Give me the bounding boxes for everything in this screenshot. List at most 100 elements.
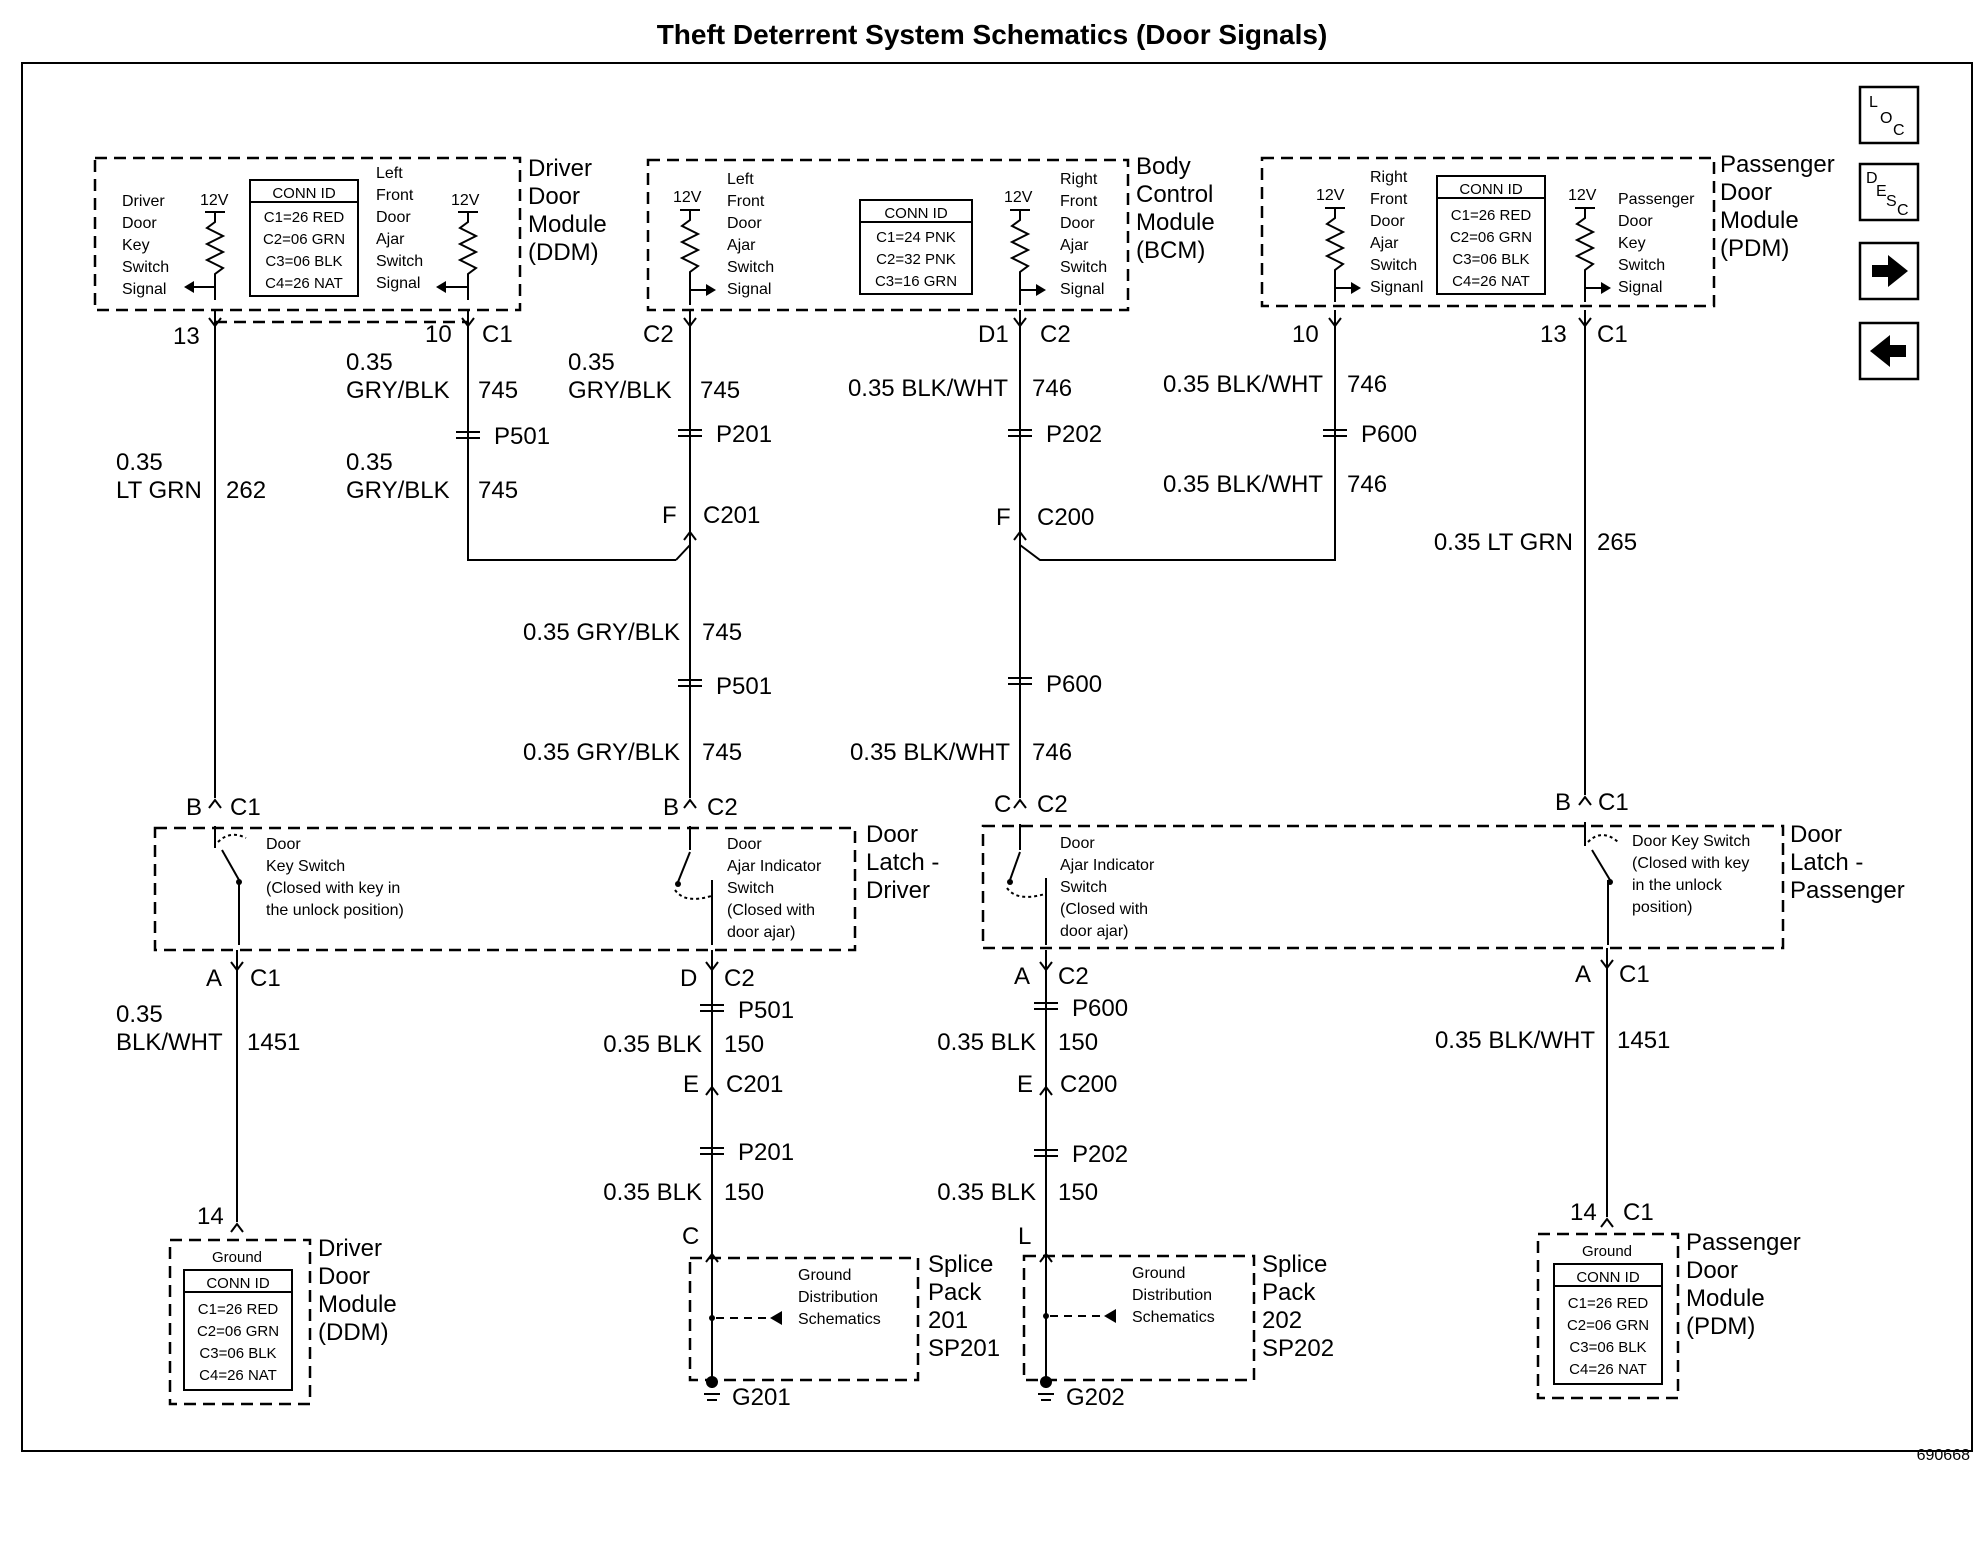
svg-text:(Closed with key in: (Closed with key in (266, 880, 400, 897)
svg-text:Door: Door (1060, 215, 1095, 232)
svg-text:1451: 1451 (1617, 1027, 1670, 1054)
svg-text:P600: P600 (1361, 421, 1417, 448)
svg-text:Passenger: Passenger (1686, 1229, 1801, 1256)
wire-label-150-left-upper: 0.35 BLK 150 (603, 1031, 764, 1058)
svg-text:LT GRN: LT GRN (116, 477, 202, 504)
ddm-module-label: Driver Door Module (DDM) (528, 155, 607, 266)
svg-text:C4=26 NAT: C4=26 NAT (1569, 1361, 1647, 1378)
svg-text:745: 745 (700, 377, 740, 404)
wire-label-265: 0.35 LT GRN 265 (1434, 529, 1637, 556)
driver-ajar-switch: Door Ajar Indicator Switch (Closed with … (674, 826, 822, 945)
svg-text:GRY/BLK: GRY/BLK (568, 377, 672, 404)
svg-text:Door: Door (727, 215, 762, 232)
svg-text:Door: Door (1060, 835, 1095, 852)
svg-text:(PDM): (PDM) (1686, 1313, 1755, 1340)
ground-g202: G202 (1038, 1250, 1125, 1411)
svg-text:Latch -: Latch - (1790, 849, 1863, 876)
bcm-right-signal-label: Right Front Door Ajar Switch Signal (1060, 171, 1107, 298)
conn-c200-lower: C200 (1060, 1071, 1117, 1098)
svg-text:CONN ID: CONN ID (206, 1275, 270, 1292)
inline-connector-p201-upper: P201 (678, 421, 772, 448)
svg-text:150: 150 (1058, 1179, 1098, 1206)
svg-text:C3=06 BLK: C3=06 BLK (265, 253, 342, 270)
pdm-ajar-signal-label: Right Front Door Ajar Switch Signanl (1370, 169, 1423, 296)
pin-c-latch-pass-ajar: C (994, 791, 1011, 818)
ddm-key-signal-label: Driver Door Key Switch Signal (122, 193, 169, 298)
pin-13-pdm: 13 (1540, 321, 1567, 348)
wire-265 (1578, 310, 1592, 806)
svg-text:Ajar Indicator: Ajar Indicator (727, 858, 822, 875)
wire-150-left (705, 950, 719, 1250)
svg-text:P600: P600 (1072, 995, 1128, 1022)
bcm-left-signal-label: Left Front Door Ajar Switch Signal (727, 171, 774, 298)
svg-text:0.35 BLK: 0.35 BLK (603, 1179, 702, 1206)
svg-text:Switch: Switch (1060, 259, 1107, 276)
svg-text:Control: Control (1136, 181, 1213, 208)
splice-pack-201-label: Splice Pack 201 SP201 (928, 1251, 1000, 1362)
svg-text:P501: P501 (738, 997, 794, 1024)
svg-text:Right: Right (1370, 169, 1408, 186)
wire-745-bcm (675, 310, 697, 809)
pin-f-c201: F (662, 502, 677, 529)
inline-connector-p501-lower: P501 (700, 997, 794, 1024)
svg-text:GRY/BLK: GRY/BLK (346, 477, 450, 504)
svg-text:Door: Door (376, 209, 411, 226)
svg-text:C1=26 RED: C1=26 RED (1568, 1295, 1649, 1312)
conn-c201-upper: C201 (703, 502, 760, 529)
svg-text:door ajar): door ajar) (1060, 923, 1128, 940)
bcm-top-box (646, 158, 1130, 312)
svg-text:Splice: Splice (1262, 1251, 1327, 1278)
conn-c1-ddm: C1 (482, 321, 513, 348)
prev-button[interactable] (1858, 321, 1920, 381)
svg-text:C3=06 BLK: C3=06 BLK (199, 1345, 276, 1362)
svg-text:P202: P202 (1046, 421, 1102, 448)
svg-text:Right: Right (1060, 171, 1098, 188)
diagram-title: Theft Deterrent System Schematics (Door … (657, 19, 1328, 50)
ddm-conn-id-table: CONN ID C1=26 RED C2=06 GRN C3=06 BLK C4… (249, 179, 359, 297)
pin-a-latch-driver: A (206, 965, 222, 992)
ddm-ground-conn-id-table: CONN ID C1=26 RED C2=06 GRN C3=06 BLK C4… (183, 1269, 293, 1391)
svg-text:746: 746 (1347, 471, 1387, 498)
svg-text:CONN ID: CONN ID (1459, 181, 1523, 198)
svg-text:745: 745 (702, 619, 742, 646)
svg-text:Front: Front (376, 187, 414, 204)
pin-a-latch-pass-key: A (1575, 961, 1591, 988)
svg-text:Door: Door (1790, 821, 1842, 848)
pin-10-ddm: 10 (425, 321, 452, 348)
svg-text:C2=06 GRN: C2=06 GRN (197, 1323, 279, 1340)
ground-g201: G201 (704, 1250, 791, 1411)
pin-b-latch-driver-key: B (186, 794, 202, 821)
inline-connector-p501-mid: P501 (678, 673, 772, 700)
svg-text:Module: Module (1686, 1285, 1765, 1312)
svg-text:P201: P201 (738, 1139, 794, 1166)
svg-text:265: 265 (1597, 529, 1637, 556)
pdm-ground-conn-id-table: CONN ID C1=26 RED C2=06 GRN C3=06 BLK C4… (1553, 1263, 1663, 1385)
svg-text:CONN ID: CONN ID (1576, 1269, 1640, 1286)
driver-key-switch: Door Key Switch (Closed with key in the … (214, 826, 404, 945)
svg-text:the unlock position): the unlock position) (266, 902, 404, 919)
pin-f-c200: F (996, 504, 1011, 531)
svg-text:Left: Left (727, 171, 754, 188)
conn-c1-pdm-ground: C1 (1623, 1199, 1654, 1226)
loc-button[interactable]: L O C (1858, 85, 1920, 145)
svg-text:0.35 BLK/WHT: 0.35 BLK/WHT (1163, 471, 1323, 498)
wire-label-745-mid-lower: 0.35 GRY/BLK 745 (523, 739, 742, 766)
passenger-ajar-switch: Door Ajar Indicator Switch (Closed with … (1006, 824, 1155, 945)
svg-text:Module: Module (1720, 207, 1799, 234)
svg-text:Front: Front (1060, 193, 1098, 210)
wire-label-745-ddm-mid: 0.35 GRY/BLK 745 (346, 449, 518, 504)
next-button[interactable] (1858, 241, 1920, 301)
ground-distribution-ref-201: Ground Distribution Schematics (705, 1252, 881, 1328)
door-latch-driver-label: Door Latch - Driver (866, 821, 939, 904)
splice-pack-202-box (1022, 1254, 1256, 1382)
pdm-top-box (1260, 156, 1716, 308)
wire-label-745-ddm-top: 0.35 GRY/BLK 745 (346, 349, 518, 404)
loc-button-c: C (1893, 122, 1905, 139)
svg-text:P600: P600 (1046, 671, 1102, 698)
svg-text:Front: Front (1370, 191, 1408, 208)
desc-button[interactable]: D E S C (1858, 162, 1920, 222)
svg-text:Module: Module (528, 211, 607, 238)
conn-c2-latch-pass-lower: C2 (1058, 963, 1089, 990)
wire-label-262: 0.35 LT GRN 262 (116, 449, 266, 504)
